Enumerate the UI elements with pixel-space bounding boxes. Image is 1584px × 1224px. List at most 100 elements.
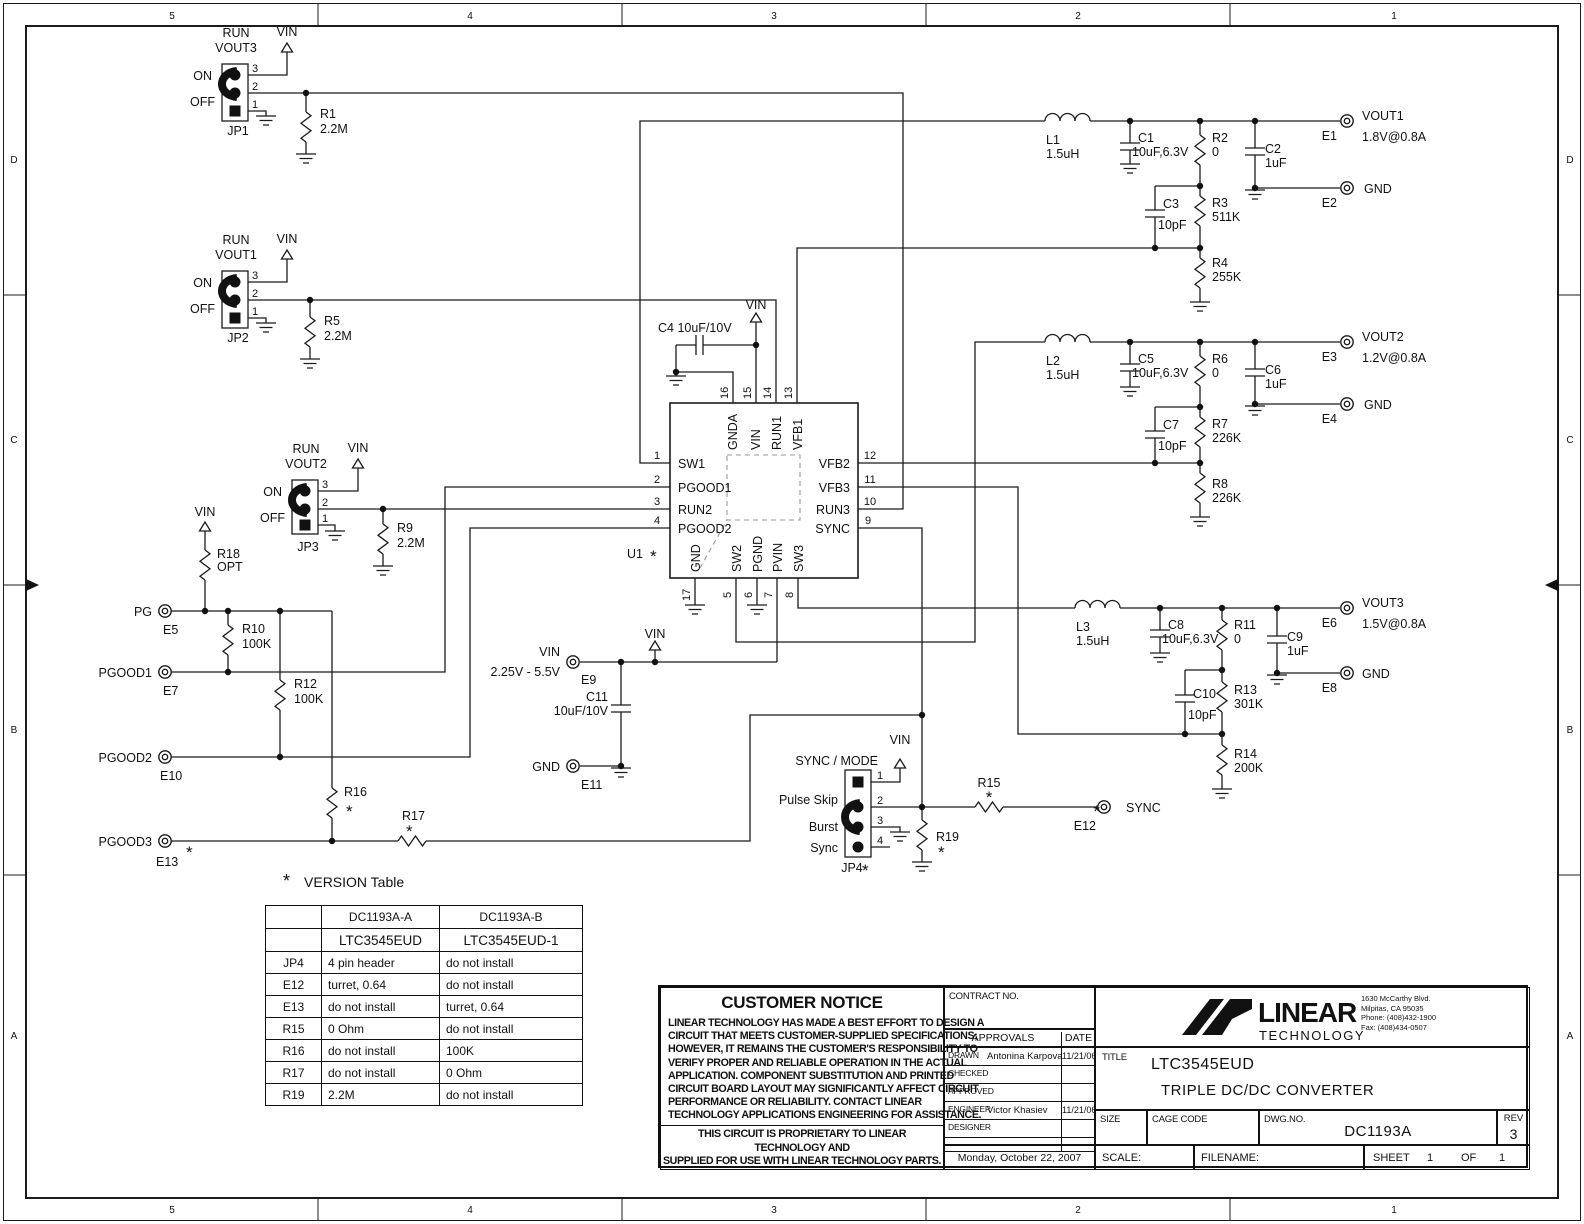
inductor-L2 — [1044, 333, 1091, 343]
schem-label: 1uF — [1265, 377, 1287, 391]
schem-label: B — [11, 725, 18, 736]
ground-icon — [1245, 189, 1265, 200]
schem-label: 0 — [1234, 632, 1241, 646]
version-table-cell — [265, 905, 322, 929]
address-line: Phone: (408)432-1900 — [1361, 1013, 1437, 1023]
capacitor-C4 — [695, 335, 704, 355]
junction-dot — [1196, 459, 1204, 467]
divider — [661, 1125, 943, 1126]
schem-label: PGND — [751, 536, 765, 572]
ground-icon — [300, 358, 320, 369]
ground-icon — [1212, 788, 1232, 799]
capacitor-C8 — [1150, 629, 1170, 638]
junction-dot — [276, 607, 284, 615]
schem-label: R18 — [217, 547, 240, 561]
schem-label: 10uF,6.3V — [1132, 145, 1189, 159]
resistor-R4 — [1193, 257, 1207, 289]
version-table-cell: 2.2M — [321, 1083, 440, 1106]
wire — [735, 341, 1045, 643]
junction-dot — [918, 711, 926, 719]
schem-label: SW3 — [792, 545, 806, 572]
contract-cell: CONTRACT NO. — [944, 987, 1095, 1029]
cagecode-label: CAGE CODE — [1152, 1114, 1208, 1125]
junction-dot — [1196, 244, 1204, 252]
junction-dot — [672, 368, 680, 376]
wire — [248, 52, 288, 76]
schem-label: 7 — [763, 592, 775, 598]
rev-cell: REV 3 — [1497, 1110, 1530, 1145]
schem-label: 3 — [252, 63, 258, 75]
version-table-cell: turret, 0.64 — [321, 973, 440, 996]
approval-date — [1061, 1120, 1094, 1137]
ground-icon — [325, 530, 345, 541]
capacitor-C5 — [1120, 363, 1140, 372]
ground-icon — [611, 767, 631, 778]
ground-icon — [296, 153, 316, 164]
schem-label: R11 — [1234, 618, 1256, 632]
schem-label: OFF — [190, 95, 215, 109]
resistor-R19 — [915, 819, 929, 851]
schem-label: VOUT1 — [1362, 109, 1404, 123]
schem-label: OFF — [260, 511, 285, 525]
schem-label: R14 — [1234, 747, 1257, 761]
schem-label: C4 10uF/10V — [658, 321, 732, 335]
vin-arrow-icon — [648, 639, 662, 651]
schem-label: JP2 — [227, 331, 249, 345]
wire — [797, 578, 1075, 609]
schem-label: C9 — [1287, 630, 1303, 644]
ground-icon — [1120, 386, 1140, 397]
schem-label: B — [1567, 725, 1574, 736]
approvals-row — [945, 1138, 1094, 1152]
schem-label: R2 — [1212, 131, 1228, 145]
wire — [426, 714, 922, 842]
version-table-cell: R19 — [265, 1083, 322, 1106]
schem-label: 3 — [654, 496, 660, 508]
address-line: 1630 McCarthy Blvd. — [1361, 994, 1431, 1003]
schem-label: 12 — [864, 450, 876, 462]
wire — [871, 768, 901, 783]
schem-label: 5 — [169, 1205, 175, 1216]
jumper-pin1 — [299, 519, 311, 531]
schem-label: C11 — [586, 690, 608, 704]
schem-label: * — [986, 788, 993, 807]
resistor-R10 — [221, 624, 235, 656]
title-label: TITLE — [1102, 1052, 1127, 1063]
schem-label: E13 — [156, 855, 178, 869]
schem-label: RUN — [222, 26, 249, 40]
schem-label: 1.5uH — [1076, 634, 1109, 648]
schem-label: RUN2 — [678, 503, 712, 517]
resistor-R11 — [1215, 619, 1229, 651]
junction-dot — [1251, 338, 1259, 346]
capacitor-C3 — [1145, 209, 1165, 218]
schem-label: GND — [1364, 182, 1392, 196]
schem-label: PGOOD2 — [678, 522, 732, 536]
junction-dot — [328, 837, 336, 845]
wire — [171, 486, 670, 673]
version-table-cell: E13 — [265, 995, 322, 1018]
version-table-cell: JP4 — [265, 951, 322, 974]
wire — [639, 120, 1045, 464]
approvals-row: DESIGNER — [945, 1120, 1094, 1138]
schem-label: PGOOD1 — [678, 481, 732, 495]
schem-label: 4 — [467, 11, 473, 22]
junction-dot — [1251, 400, 1259, 408]
plot-date: Monday, October 22, 2007 — [957, 1152, 1082, 1164]
schem-label: 3 — [877, 815, 883, 827]
version-table-cell: R16 — [265, 1039, 322, 1062]
schem-label: JP1 — [227, 124, 249, 138]
schem-label: 5 — [169, 11, 175, 22]
ground-icon — [1245, 405, 1265, 416]
schem-label: D — [1566, 155, 1573, 166]
approval-date: 11/21/06 — [1061, 1048, 1094, 1065]
center-arrow-right — [1545, 579, 1558, 591]
schem-label: 3 — [252, 270, 258, 282]
junction-dot — [617, 658, 625, 666]
version-table-title: *VERSION Table — [283, 871, 405, 891]
schem-label: 301K — [1234, 697, 1264, 711]
dwgno-label: DWG.NO. — [1264, 1114, 1306, 1125]
schem-label: VOUT3 — [215, 41, 257, 55]
turret-terminal-inner — [569, 658, 577, 666]
schem-label: 15 — [742, 387, 754, 399]
junction-dot — [1151, 459, 1159, 467]
